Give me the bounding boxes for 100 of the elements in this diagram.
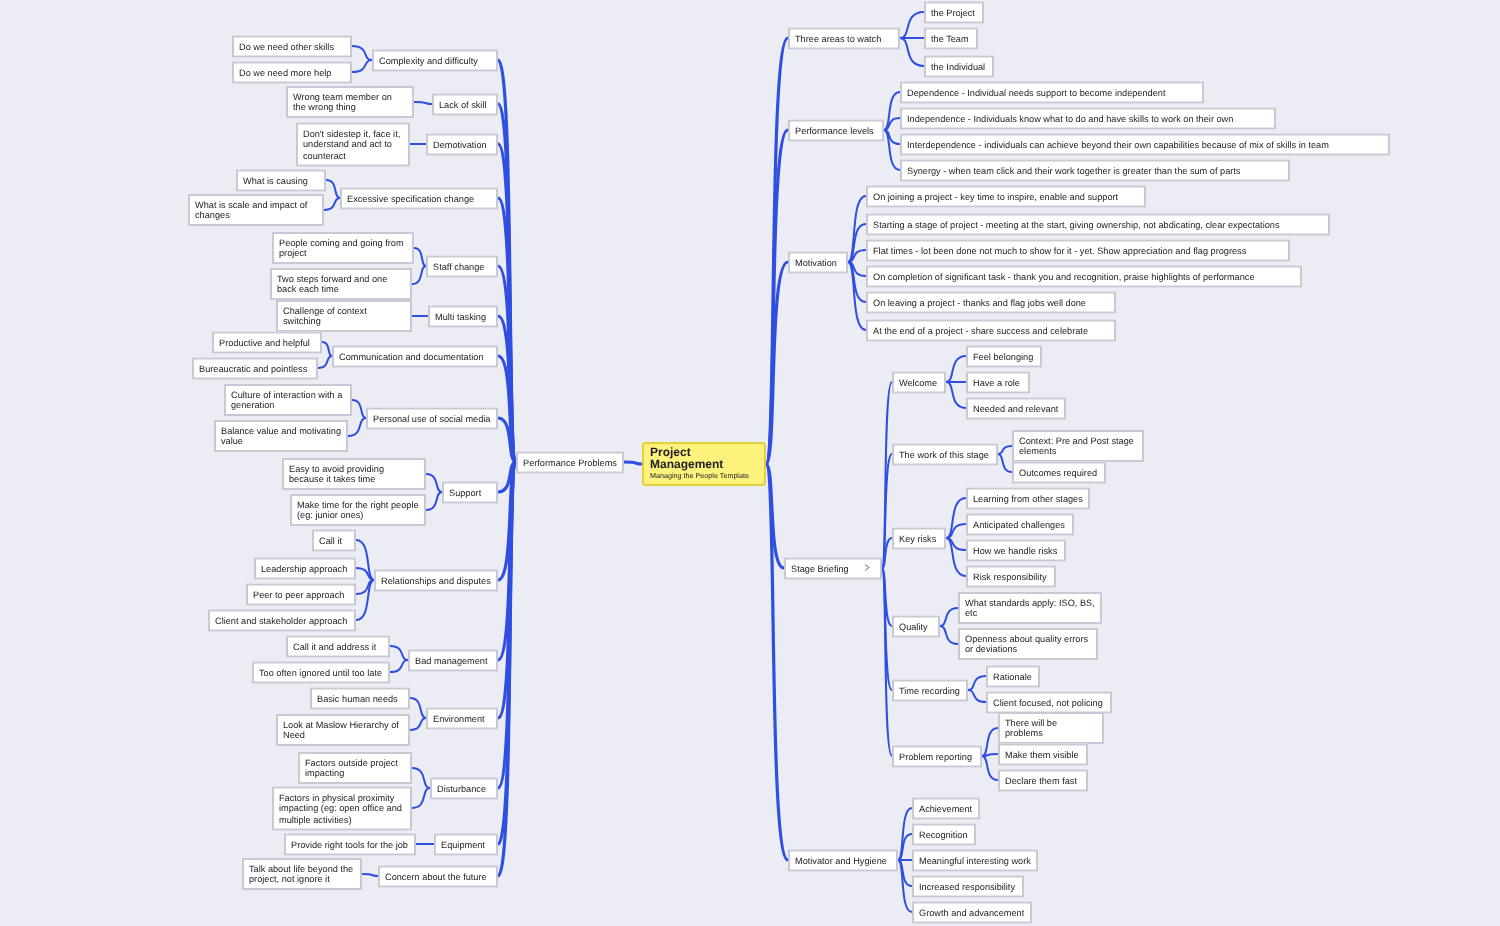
branch-line: [351, 59, 373, 73]
topic-box: [426, 707, 498, 729]
branch-line: [624, 460, 643, 466]
topic-box: [784, 557, 882, 579]
topic-box: [1012, 430, 1144, 462]
topic-box: [900, 107, 1276, 129]
topic-box: [192, 357, 318, 379]
branch-line: [897, 859, 913, 887]
branch-line: [497, 460, 517, 494]
topic-box: [432, 93, 498, 115]
topic-box: [912, 901, 1032, 923]
topic-box: [924, 1, 984, 23]
topic-box: [332, 345, 498, 367]
branch-line: [355, 539, 375, 581]
branch-line: [764, 462, 785, 570]
branch-line: [425, 491, 443, 511]
topic-box: [924, 55, 994, 77]
branch-line: [325, 179, 341, 199]
branch-line: [945, 381, 967, 409]
topic-box: [270, 268, 412, 300]
topic-box: [408, 649, 498, 671]
branch-line: [497, 416, 517, 464]
topic-box: [900, 133, 1390, 155]
topic-box: [286, 635, 390, 657]
branch-line: [883, 117, 901, 131]
branch-line: [764, 463, 790, 861]
topic-box: [272, 232, 414, 264]
branch-line: [323, 197, 341, 211]
branch-line: [409, 717, 427, 731]
branch-line: [981, 727, 999, 757]
branch-line: [411, 315, 429, 317]
branch-line: [945, 537, 967, 551]
topic-box: [188, 194, 324, 226]
branch-line: [497, 354, 518, 464]
branch-line: [897, 807, 913, 861]
topic-box: [892, 615, 940, 637]
branch-line: [425, 473, 443, 493]
topic-box: [788, 251, 848, 273]
branch-line: [764, 260, 790, 465]
branch-line: [945, 355, 967, 383]
branch-line: [847, 261, 867, 303]
topic-box: [516, 451, 624, 473]
topic-box: [986, 665, 1040, 687]
topic-box: [378, 865, 498, 887]
topic-box: [276, 300, 412, 332]
branch-line: [413, 101, 433, 105]
branch-line: [351, 45, 373, 61]
topic-box: [372, 49, 498, 71]
topic-box: [966, 345, 1042, 367]
topic-box: [236, 169, 326, 191]
topic-box: [214, 420, 348, 452]
topic-box: [310, 687, 410, 709]
branch-line: [883, 91, 901, 131]
topic-box: [442, 481, 498, 503]
branch-line: [899, 37, 925, 39]
topic-box: [912, 875, 1024, 897]
topic-box: [426, 255, 498, 277]
topic-box: [296, 122, 410, 166]
topic-box: [900, 159, 1290, 181]
topic-box: [958, 592, 1102, 624]
branch-line: [883, 129, 901, 171]
topic-box: [276, 714, 410, 746]
branch-line: [355, 579, 375, 621]
topic-box: [254, 557, 356, 579]
topic-box: [892, 679, 968, 701]
branch-line: [897, 833, 913, 861]
topic-box: [866, 291, 1116, 313]
topic-box: [312, 529, 356, 551]
topic-box: [242, 858, 362, 890]
branch-line: [967, 675, 987, 691]
topic-box: [1012, 461, 1106, 483]
branch-line: [413, 247, 427, 267]
topic-box: [430, 777, 498, 799]
branch-line: [967, 689, 987, 703]
branch-line: [939, 607, 959, 627]
topic-box: [340, 187, 498, 209]
branch-line: [899, 37, 925, 67]
topic-box: [284, 833, 416, 855]
branch-line: [945, 523, 967, 539]
topic-box: [966, 487, 1090, 509]
branch-line: [881, 567, 893, 691]
topic-box: [966, 513, 1074, 535]
branch-line: [981, 755, 999, 781]
topic-box: [958, 628, 1098, 660]
branch-line: [389, 659, 409, 673]
branch-line: [945, 497, 967, 539]
topic-box: [788, 849, 898, 871]
topic-box: [866, 265, 1302, 287]
branch-line: [847, 249, 867, 263]
topic-box: [426, 133, 498, 155]
topic-box: [282, 458, 426, 490]
topic-box: [232, 35, 352, 57]
topic-box: [788, 27, 900, 49]
topic-box: [212, 331, 322, 353]
topic-box: [866, 239, 1290, 261]
topic-box: [286, 86, 414, 118]
topic-box: [998, 743, 1088, 765]
branch-line: [361, 873, 379, 877]
topic-box: [428, 305, 498, 327]
branch-line: [351, 399, 367, 419]
